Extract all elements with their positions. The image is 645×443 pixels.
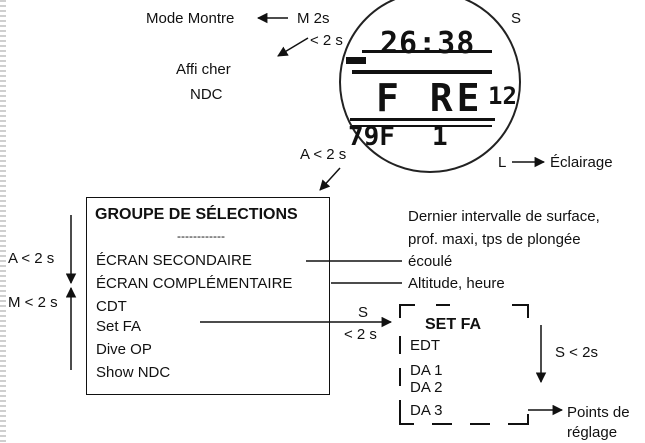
setfa-item-da1: DA 1: [410, 362, 443, 379]
label-l: L: [498, 154, 507, 171]
label-reglage: réglage: [567, 424, 618, 441]
watch-mode-number: 12: [488, 82, 517, 110]
label-lt-2s: < 2 s: [310, 32, 343, 49]
setfa-item-da2: DA 2: [410, 379, 443, 396]
selection-group-box: [86, 197, 330, 395]
watch-time: 26:38: [380, 26, 476, 61]
menu-separator: ------------: [177, 229, 225, 243]
watch-bottom-digit: 1: [432, 122, 448, 152]
label-affi-cher: Affi cher: [176, 61, 231, 78]
set-fa-bracket: [399, 304, 529, 425]
note-secondary-line1: Dernier intervalle de surface,: [408, 208, 600, 225]
label-a-lt-2s-side: A < 2 s: [8, 250, 55, 267]
watch-mode-text: F RE: [376, 76, 484, 120]
menu-item-dive-op: Dive OP: [96, 341, 152, 358]
note-complementary: Altitude, heure: [408, 275, 505, 292]
torn-paper-edge: [0, 0, 6, 443]
note-secondary-line3: écoulé: [408, 253, 453, 270]
setfa-item-da3: DA 3: [410, 402, 443, 419]
label-m-lt-2s-side: M < 2 s: [8, 294, 58, 311]
label-points-de: Points de: [567, 404, 630, 421]
label-lt-2s-mid: < 2 s: [344, 326, 377, 343]
label-s-top: S: [511, 10, 522, 27]
label-s-lt-2s-right: S < 2s: [555, 344, 598, 361]
arrow-to-affi-cher: [277, 37, 309, 57]
label-ndc: NDC: [190, 86, 223, 103]
watch-temperature: 79F: [348, 122, 395, 152]
note-secondary-line2: prof. maxi, tps de plongée: [408, 231, 581, 248]
label-a-lt-2s-top: A < 2 s: [300, 146, 347, 163]
label-m-2s: M 2s: [297, 10, 330, 27]
menu-item-ecran-secondaire: ÉCRAN SECONDAIRE: [96, 252, 252, 269]
label-mode-montre: Mode Montre: [146, 10, 235, 27]
menu-item-show-ndc: Show NDC: [96, 364, 171, 381]
label-s-mid: S: [358, 304, 369, 321]
setfa-item-edt: EDT: [410, 337, 440, 354]
watch-face: [339, 0, 521, 173]
menu-item-set-fa: Set FA: [96, 318, 142, 335]
setfa-title: SET FA: [425, 316, 482, 333]
arrow-a-to-menu: [319, 167, 341, 191]
label-eclairage: Éclairage: [550, 154, 613, 171]
menu-item-cdt: CDT: [96, 298, 127, 315]
menu-item-ecran-complementaire: ÉCRAN COMPLÉMENTAIRE: [96, 275, 293, 292]
menu-title: GROUPE DE SÉLECTIONS: [95, 206, 298, 223]
